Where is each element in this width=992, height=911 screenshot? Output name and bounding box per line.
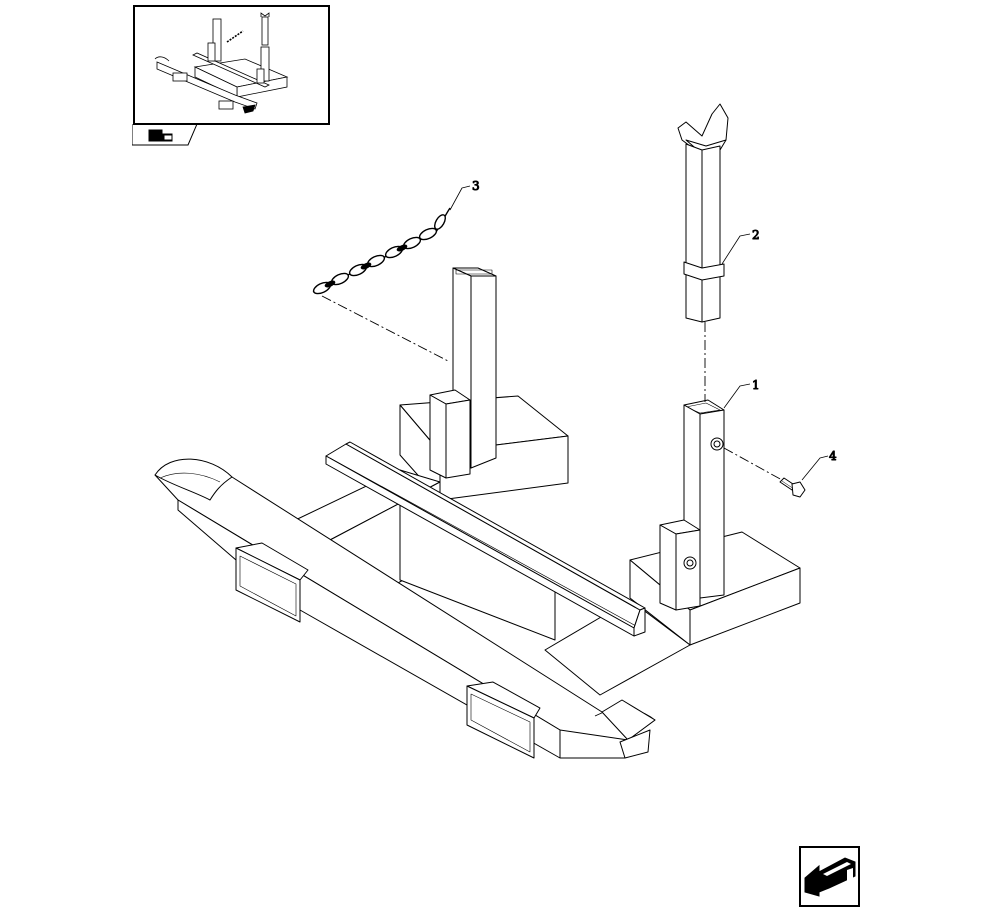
back-arrow-icon — [804, 857, 856, 897]
overview-tab[interactable] — [131, 123, 198, 146]
callout-2: 2 — [752, 228, 760, 242]
assembly-overview-icon — [154, 12, 289, 114]
front-beam — [154, 458, 656, 759]
vehicle-icon — [148, 129, 173, 142]
alignment-lines — [321, 295, 783, 481]
back-arrow-button[interactable] — [799, 846, 860, 907]
bolt-part-4 — [779, 477, 806, 498]
support-head-part-2 — [677, 103, 729, 323]
callout-1: 1 — [752, 378, 760, 392]
overview-thumbnail[interactable] — [133, 5, 330, 125]
leader-lines — [449, 185, 829, 481]
right-column-part-1 — [659, 399, 725, 611]
callout-4: 4 — [829, 449, 837, 463]
left-column — [429, 267, 497, 479]
chain-part-3 — [312, 207, 451, 295]
channel-rail — [325, 441, 646, 637]
callout-3: 3 — [472, 179, 480, 193]
